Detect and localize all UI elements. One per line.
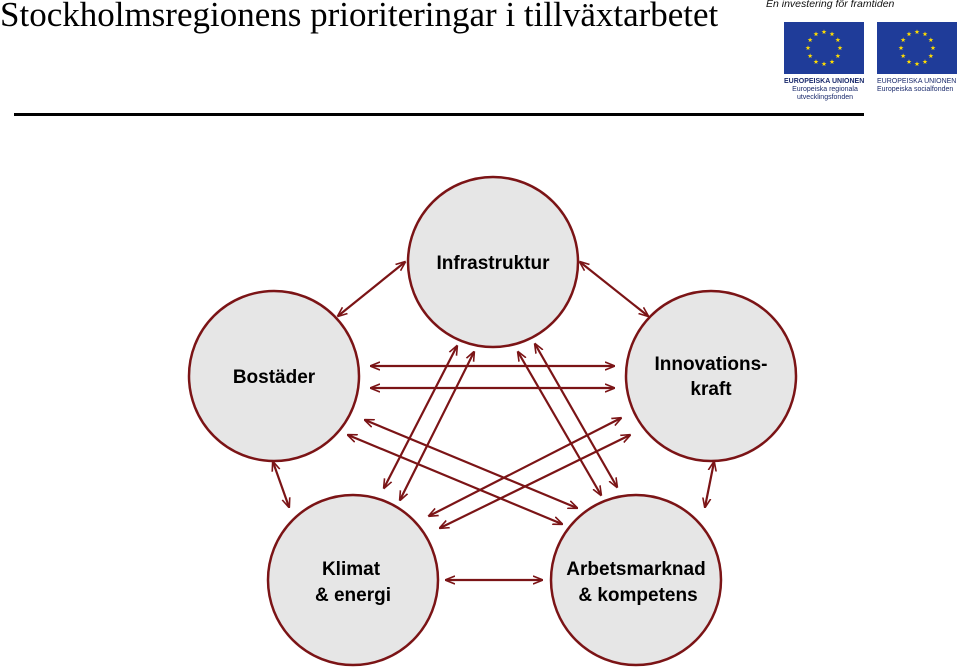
eu-star bbox=[821, 29, 827, 35]
eu-star bbox=[813, 59, 819, 64]
node-label: kraft bbox=[690, 379, 732, 400]
node-infrastruktur: Infrastruktur bbox=[406, 175, 580, 349]
eu-star bbox=[835, 53, 841, 59]
node-label: Infrastruktur bbox=[437, 253, 551, 274]
eu-star bbox=[922, 59, 928, 64]
eu-star bbox=[900, 37, 906, 43]
connection-arrow bbox=[518, 352, 601, 495]
node-label: Klimat bbox=[322, 559, 381, 580]
eu-star bbox=[922, 31, 928, 37]
connection-arrow bbox=[338, 262, 405, 316]
eu-star bbox=[930, 45, 936, 51]
node-arbetsmarknad: Arbetsmarknad & kompetens bbox=[549, 493, 723, 667]
title-divider bbox=[14, 113, 864, 116]
eu-star bbox=[807, 53, 813, 59]
node-label: & energi bbox=[315, 585, 391, 606]
eu-star bbox=[805, 45, 811, 51]
eu-star bbox=[837, 45, 843, 51]
eu-flag-icon bbox=[877, 22, 957, 74]
node-label: Innovations- bbox=[655, 354, 768, 375]
page-title: Stockholmsregionens prioriteringar i til… bbox=[0, 0, 719, 34]
connection-arrow bbox=[273, 462, 289, 507]
eu-logo-social-fund: EUROPEISKA UNIONEN Europeiska socialfond… bbox=[877, 22, 959, 94]
eu-star bbox=[900, 53, 906, 59]
eu-logo-fund-line: Europeiska regionala bbox=[792, 86, 858, 93]
eu-star bbox=[821, 61, 827, 67]
node-bostader: Bostäder bbox=[187, 289, 361, 463]
eu-flag-icon bbox=[784, 22, 864, 74]
eu-logo-fund-line: Europeiska socialfonden bbox=[877, 86, 954, 93]
node-label: Bostäder bbox=[233, 367, 316, 388]
eu-star bbox=[914, 29, 920, 35]
eu-star bbox=[813, 31, 819, 37]
eu-star bbox=[829, 31, 835, 37]
eu-star bbox=[928, 37, 934, 43]
eu-logo-name: EUROPEISKA UNIONEN bbox=[784, 78, 865, 85]
eu-star bbox=[835, 37, 841, 43]
eu-star bbox=[906, 59, 912, 64]
connection-arrow bbox=[580, 262, 648, 316]
connection-arrow bbox=[429, 418, 621, 516]
eu-logo-regional-fund: EUROPEISKA UNIONEN Europeiska regionala … bbox=[784, 22, 866, 102]
connection-arrows bbox=[273, 262, 714, 580]
eu-logo-name: EUROPEISKA UNIONEN bbox=[877, 78, 957, 85]
node-klimat: Klimat & energi bbox=[266, 493, 440, 667]
eu-star bbox=[906, 31, 912, 37]
node-label: Arbetsmarknad bbox=[566, 559, 705, 580]
node-innovationskraft: Innovations- kraft bbox=[624, 289, 798, 463]
connection-arrow bbox=[440, 435, 630, 528]
eu-star bbox=[928, 53, 934, 59]
connection-arrow bbox=[400, 352, 474, 500]
node-label: & kompetens bbox=[578, 585, 697, 606]
eu-tagline: En investering för framtiden bbox=[766, 0, 895, 10]
eu-star bbox=[898, 45, 904, 51]
eu-star bbox=[914, 61, 920, 67]
eu-star bbox=[807, 37, 813, 43]
eu-logo-fund-line: utvecklingsfonden bbox=[796, 94, 854, 101]
connection-arrow bbox=[705, 462, 714, 507]
connection-arrow bbox=[384, 346, 457, 488]
eu-star bbox=[829, 59, 835, 64]
